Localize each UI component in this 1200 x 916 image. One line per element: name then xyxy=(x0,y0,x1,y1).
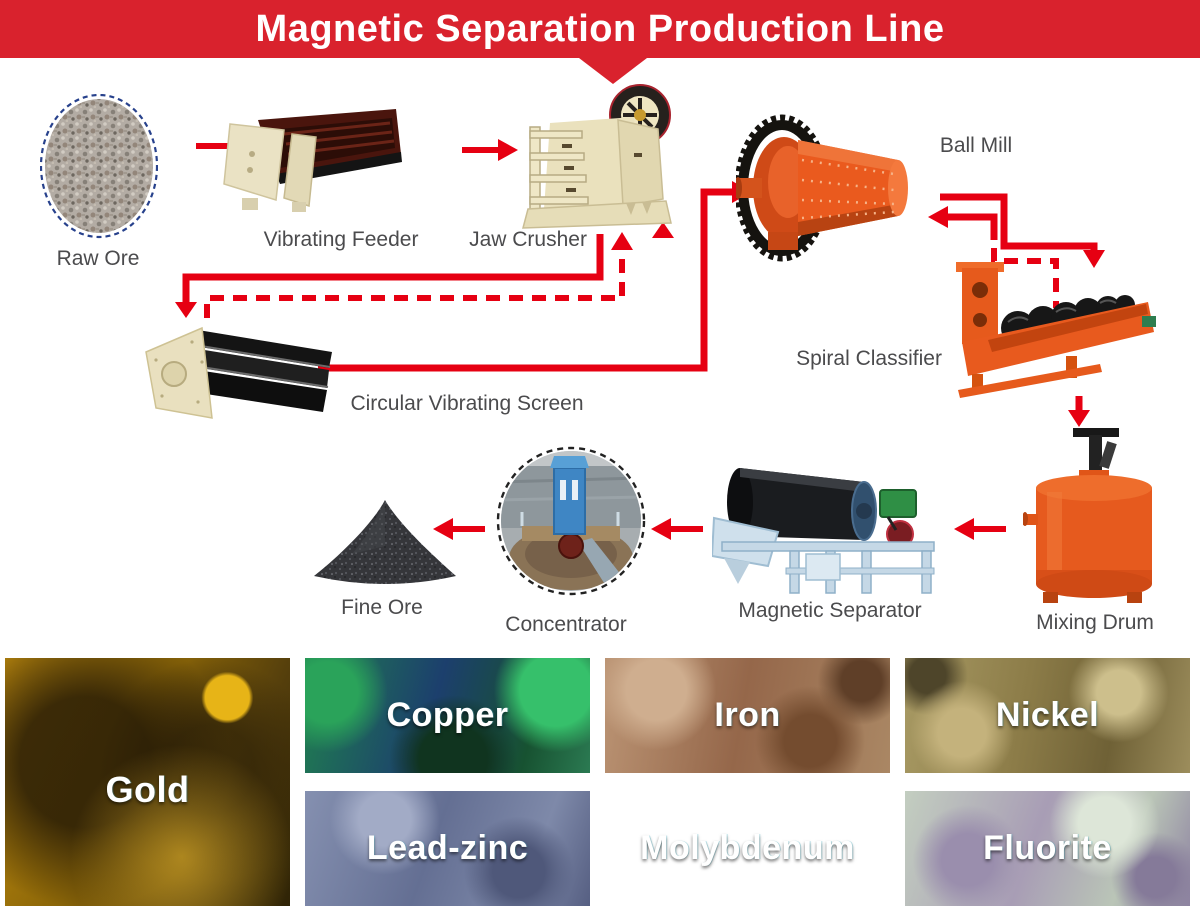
arrowhead xyxy=(651,518,671,540)
magnetic-separator-image xyxy=(710,450,948,605)
mineral-label: Nickel xyxy=(995,696,1100,734)
dashed-return-screen-to-crusher xyxy=(204,250,625,318)
arrowhead xyxy=(928,206,948,228)
flow-diagram: Raw Ore Vibrating Feeder Jaw Crusher Bal… xyxy=(39,83,1165,636)
arrow-classifier-to-ballmill xyxy=(948,213,998,240)
title-banner: Magnetic Separation Production Line xyxy=(0,0,1200,58)
banner-pointer-triangle xyxy=(579,58,647,84)
label-spiral-classifier: Spiral Classifier xyxy=(796,347,942,370)
label-circular-vibrating-screen: Circular Vibrating Screen xyxy=(350,392,584,415)
page-title: Magnetic Separation Production Line xyxy=(255,7,945,50)
label-raw-ore: Raw Ore xyxy=(56,247,140,270)
arrow-screen-to-ballmill xyxy=(318,188,732,372)
mineral-tile-iron: Iron xyxy=(605,658,890,773)
jaw-crusher-image xyxy=(522,83,672,238)
arrowhead xyxy=(611,232,633,250)
mineral-label: Lead-zinc xyxy=(366,829,529,867)
ball-mill-image xyxy=(734,112,908,269)
label-vibrating-feeder: Vibrating Feeder xyxy=(263,228,419,251)
mineral-label: Gold xyxy=(105,769,190,810)
mineral-label: Iron xyxy=(714,696,781,734)
dashed-ballmill-to-classifier xyxy=(991,248,1059,308)
concentrator-image xyxy=(494,442,648,605)
circular-vibrating-screen-image xyxy=(140,322,336,439)
mineral-tile-molybdenum: Molybdenum xyxy=(605,791,890,906)
mineral-tile-nickel: Nickel xyxy=(905,658,1190,773)
arrowhead xyxy=(1083,250,1105,268)
arrowhead xyxy=(433,518,453,540)
mineral-tile-fluorite: Fluorite xyxy=(905,791,1190,906)
label-magnetic-separator: Magnetic Separator xyxy=(738,599,922,622)
fine-ore-image xyxy=(308,496,462,593)
label-ball-mill: Ball Mill xyxy=(939,134,1013,157)
arrowhead xyxy=(954,518,974,540)
arrowhead xyxy=(652,222,674,238)
mineral-label: Molybdenum xyxy=(640,829,855,867)
arrowhead xyxy=(1068,410,1090,427)
mineral-label: Copper xyxy=(386,696,509,734)
label-mixing-drum: Mixing Drum xyxy=(1036,611,1154,634)
flow-arrows xyxy=(175,135,1105,540)
label-jaw-crusher: Jaw Crusher xyxy=(469,228,587,251)
arrowhead xyxy=(498,139,518,161)
spiral-classifier-image xyxy=(948,258,1160,405)
mineral-tile-lead-zinc: Lead-zinc xyxy=(305,791,590,906)
label-fine-ore: Fine Ore xyxy=(341,596,423,619)
mixing-drum-image xyxy=(1022,426,1165,611)
mineral-tile-copper: Copper xyxy=(305,658,590,773)
vibrating-feeder-image xyxy=(222,104,402,221)
label-concentrator: Concentrator xyxy=(505,613,627,636)
arrow-ballmill-to-classifier xyxy=(940,193,1098,250)
arrow-crusher-to-screen xyxy=(182,234,604,302)
raw-ore-image xyxy=(39,93,159,245)
arrowhead xyxy=(175,302,197,318)
mineral-label: Fluorite xyxy=(983,829,1112,867)
mineral-tile-gold: Gold xyxy=(5,658,290,906)
